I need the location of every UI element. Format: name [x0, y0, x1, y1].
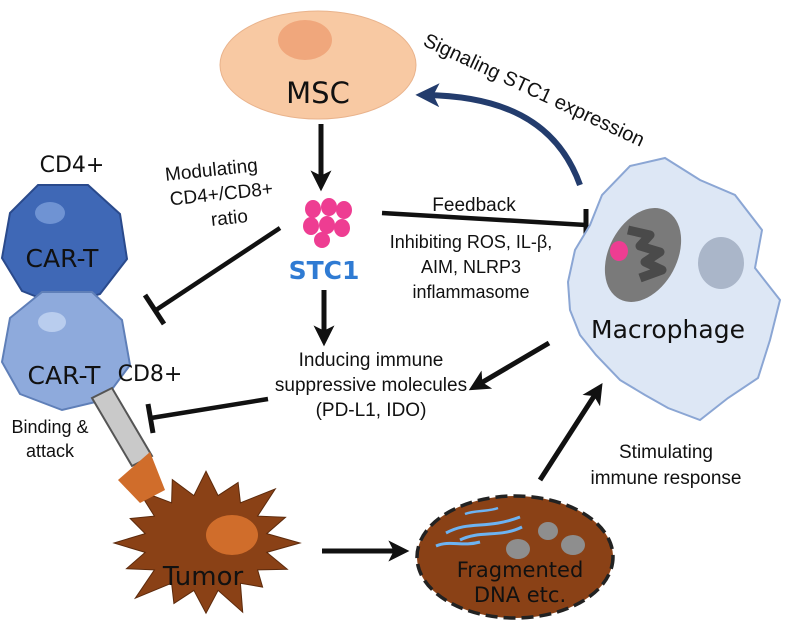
- debris-fragment: [506, 539, 530, 559]
- tumor-nucleus: [206, 515, 258, 555]
- inhibiting-label-line3: inflammasome: [412, 282, 529, 302]
- macrophage-nucleus: [698, 237, 744, 289]
- stc1-dot: [336, 201, 352, 219]
- macrophage-to-inducing-arrow: [468, 340, 551, 391]
- msc-label: MSC: [286, 76, 350, 110]
- stimulating-label-line1: Stimulating: [619, 442, 713, 463]
- cd8-label: CD8+: [118, 362, 183, 387]
- car-t-cd4-cell: CAR-T: [0, 184, 129, 308]
- fragment-to-macrophage-arrow: [537, 382, 603, 482]
- mitochondria: [604, 208, 682, 302]
- feedback-label: Feedback: [432, 195, 516, 216]
- binding-label-line2: attack: [26, 441, 75, 461]
- inducing-inhibition-line: [145, 396, 269, 434]
- car-t-cd8-body: [0, 291, 132, 412]
- stc1-molecules: [303, 198, 352, 248]
- stc1-dot: [303, 217, 319, 235]
- dna-strand: [435, 540, 481, 548]
- stc1-dot: [314, 232, 330, 248]
- macrophage-label: Macrophage: [591, 315, 745, 344]
- car-t-cd8-nucleus: [38, 312, 66, 332]
- inducing-label-line2: suppressive molecules: [275, 375, 467, 396]
- inhibiting-label-line1: Inhibiting ROS, IL-β,: [390, 232, 552, 252]
- stimulating-label-line2: immune response: [590, 468, 741, 489]
- msc-cell: MSC: [219, 10, 417, 120]
- car-t-cd4-nucleus: [35, 202, 65, 224]
- dna-strand: [445, 515, 521, 535]
- msc-cell-body: [219, 10, 417, 120]
- dna-strand: [464, 506, 499, 516]
- fragment-label-line2: DNA etc.: [474, 583, 566, 607]
- macrophage-stc1-dot: [610, 241, 628, 261]
- macrophage-body: [566, 156, 782, 422]
- mitochondria-cristae: [627, 225, 667, 283]
- stc1-dot: [321, 198, 337, 216]
- tumor-cell: Tumor: [112, 452, 302, 615]
- inducing-label-line3: (PD-L1, IDO): [316, 400, 427, 421]
- msc-nucleus: [278, 20, 332, 60]
- tumor-label: Tumor: [162, 562, 244, 592]
- macrophage-cell: Macrophage: [566, 156, 782, 422]
- stc1-dot: [334, 219, 350, 237]
- stc1-dot: [319, 216, 335, 234]
- stc1-dot: [305, 200, 321, 218]
- debris-fragment: [538, 522, 558, 540]
- modulating-label-line3: ratio: [210, 206, 249, 231]
- stc1-label: STC1: [289, 256, 360, 285]
- fragmented-dna-cell: Fragmented DNA etc.: [415, 494, 615, 620]
- dna-strand: [459, 525, 523, 542]
- binding-label-line1: Binding &: [11, 417, 88, 437]
- tumor-antigen: [118, 452, 165, 503]
- car-receptor: [90, 386, 154, 468]
- car-t-cd8-cell: CAR-T: [0, 291, 154, 468]
- signaling-label: Signaling STC1 expression: [420, 30, 648, 152]
- car-t-cd4-label: CAR-T: [26, 244, 100, 273]
- inducing-label-line1: Inducing immune: [299, 350, 444, 371]
- fragment-label-line1: Fragmented: [457, 558, 584, 582]
- signaling-arrow: [415, 83, 583, 187]
- modulating-inhibition-line: [142, 226, 282, 326]
- cd4-label: CD4+: [40, 153, 105, 178]
- inhibiting-label-line2: AIM, NLRP3: [421, 257, 521, 277]
- tumor-body: [112, 470, 302, 615]
- car-t-cd8-label: CAR-T: [28, 361, 102, 390]
- debris-fragment: [561, 535, 585, 555]
